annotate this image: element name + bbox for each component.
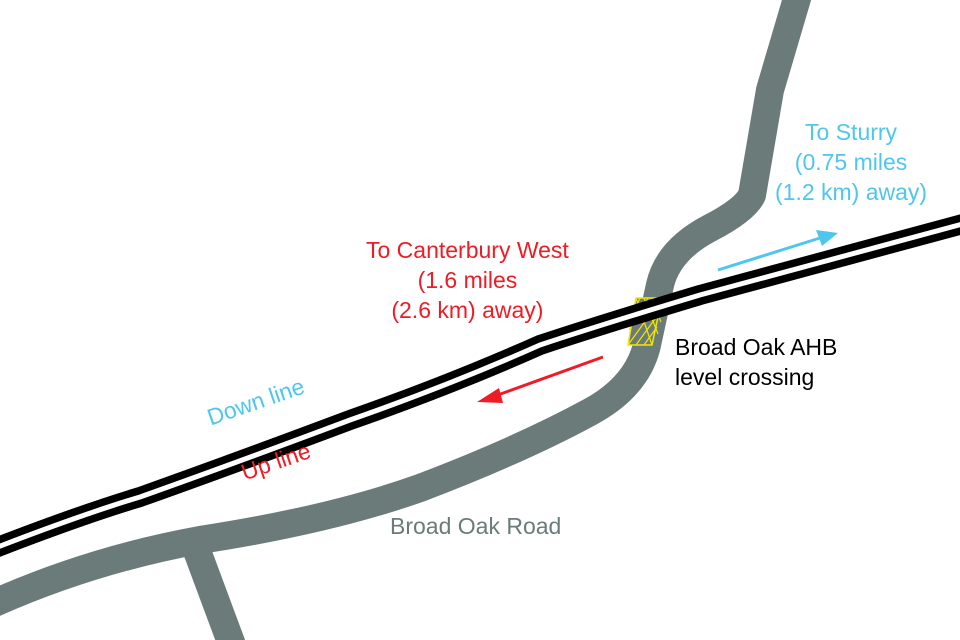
sturry-label: To Sturry (0.75 miles (1.2 km) away) bbox=[775, 117, 927, 207]
arrow-to-sturry bbox=[717, 230, 838, 272]
crossing-name: Broad Oak AHB bbox=[675, 334, 838, 360]
road-north bbox=[0, 0, 812, 616]
crossing-label: Broad Oak AHB level crossing bbox=[675, 332, 837, 392]
crossing-type: level crossing bbox=[675, 364, 815, 390]
road-label: Broad Oak Road bbox=[390, 513, 562, 539]
sturry-title: To Sturry bbox=[805, 119, 898, 145]
road-branch bbox=[179, 535, 246, 640]
canterbury-distance-miles: (1.6 miles bbox=[417, 267, 518, 293]
sturry-distance-km: (1.2 km) away) bbox=[775, 179, 928, 205]
sturry-distance-miles: (0.75 miles bbox=[794, 149, 908, 175]
canterbury-label: To Canterbury West (1.6 miles (2.6 km) a… bbox=[366, 235, 569, 325]
canterbury-title: To Canterbury West bbox=[366, 237, 569, 263]
canterbury-distance-km: (2.6 km) away) bbox=[391, 297, 544, 323]
arrow-to-canterbury bbox=[477, 355, 604, 403]
